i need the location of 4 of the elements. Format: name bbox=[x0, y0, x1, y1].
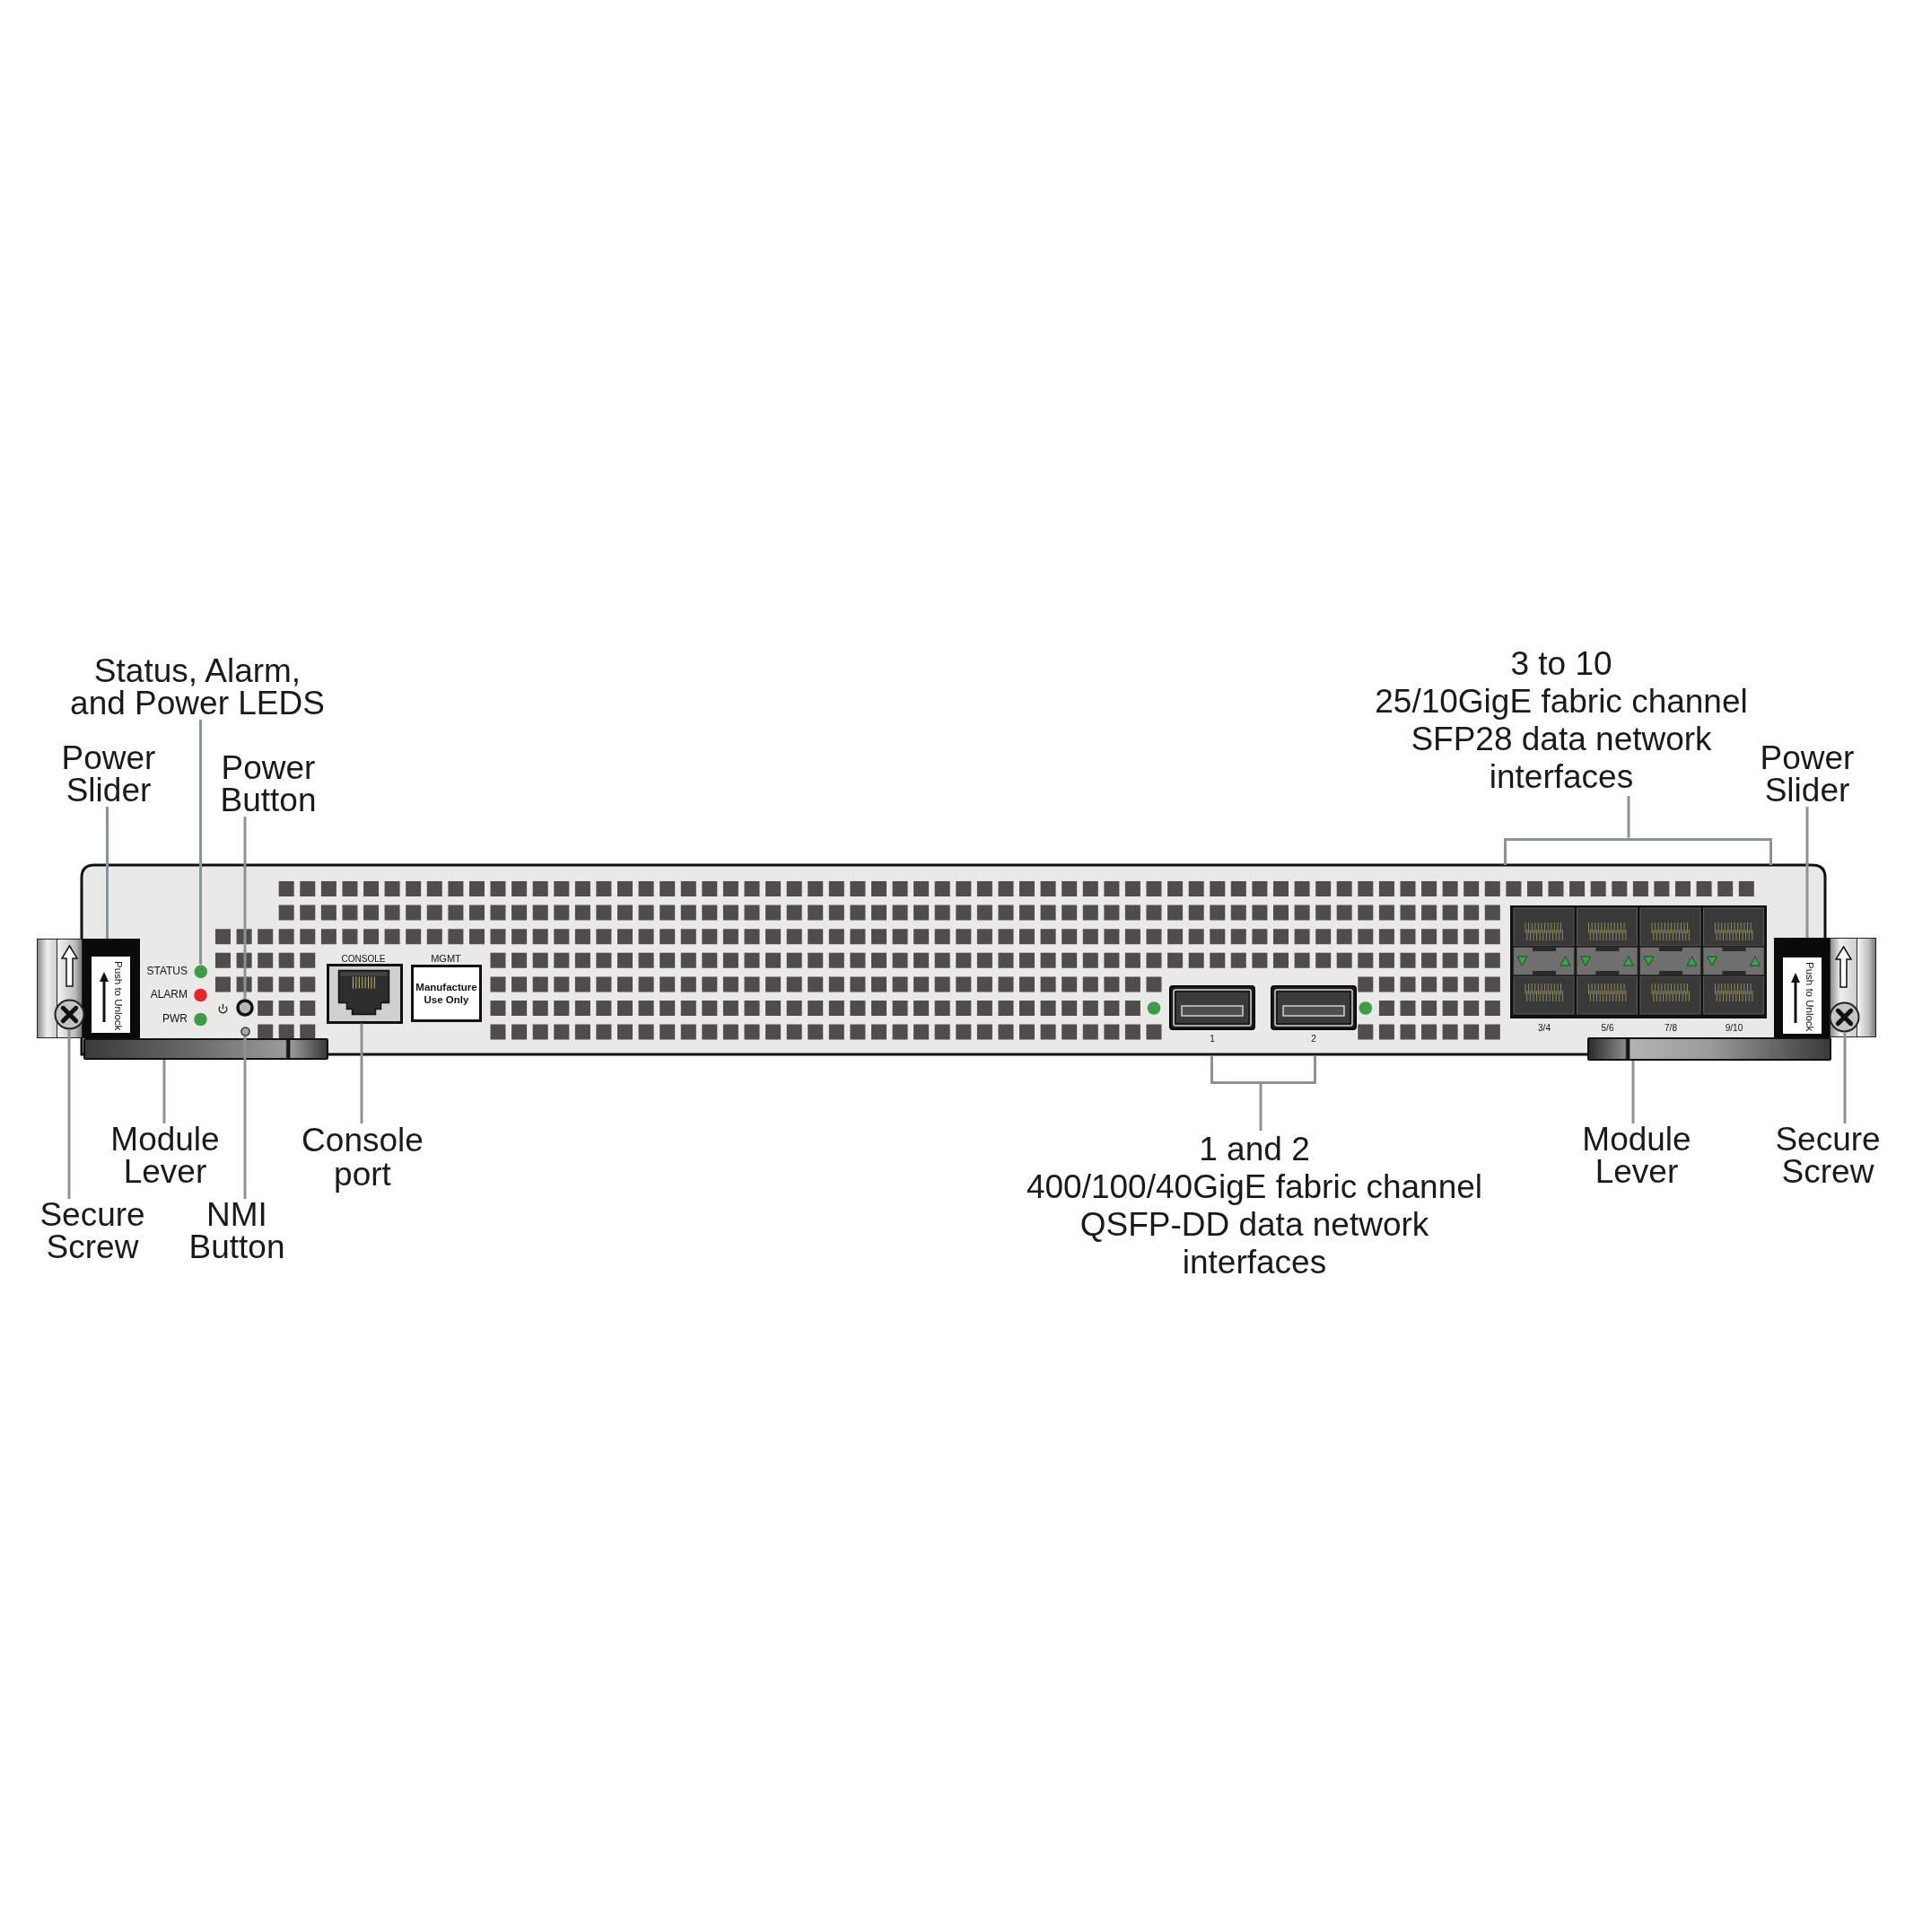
callout-heading: 1 and 2 bbox=[1199, 1131, 1310, 1168]
callout-heading: 3 to 10 bbox=[1510, 645, 1612, 683]
callout-label: 400/100/40GigE fabric channel QSFP-DD data network interfaces bbox=[1025, 1168, 1484, 1281]
callout-label: 25/10GigE fabric channel SFP28 data network interfaces bbox=[1374, 683, 1749, 796]
